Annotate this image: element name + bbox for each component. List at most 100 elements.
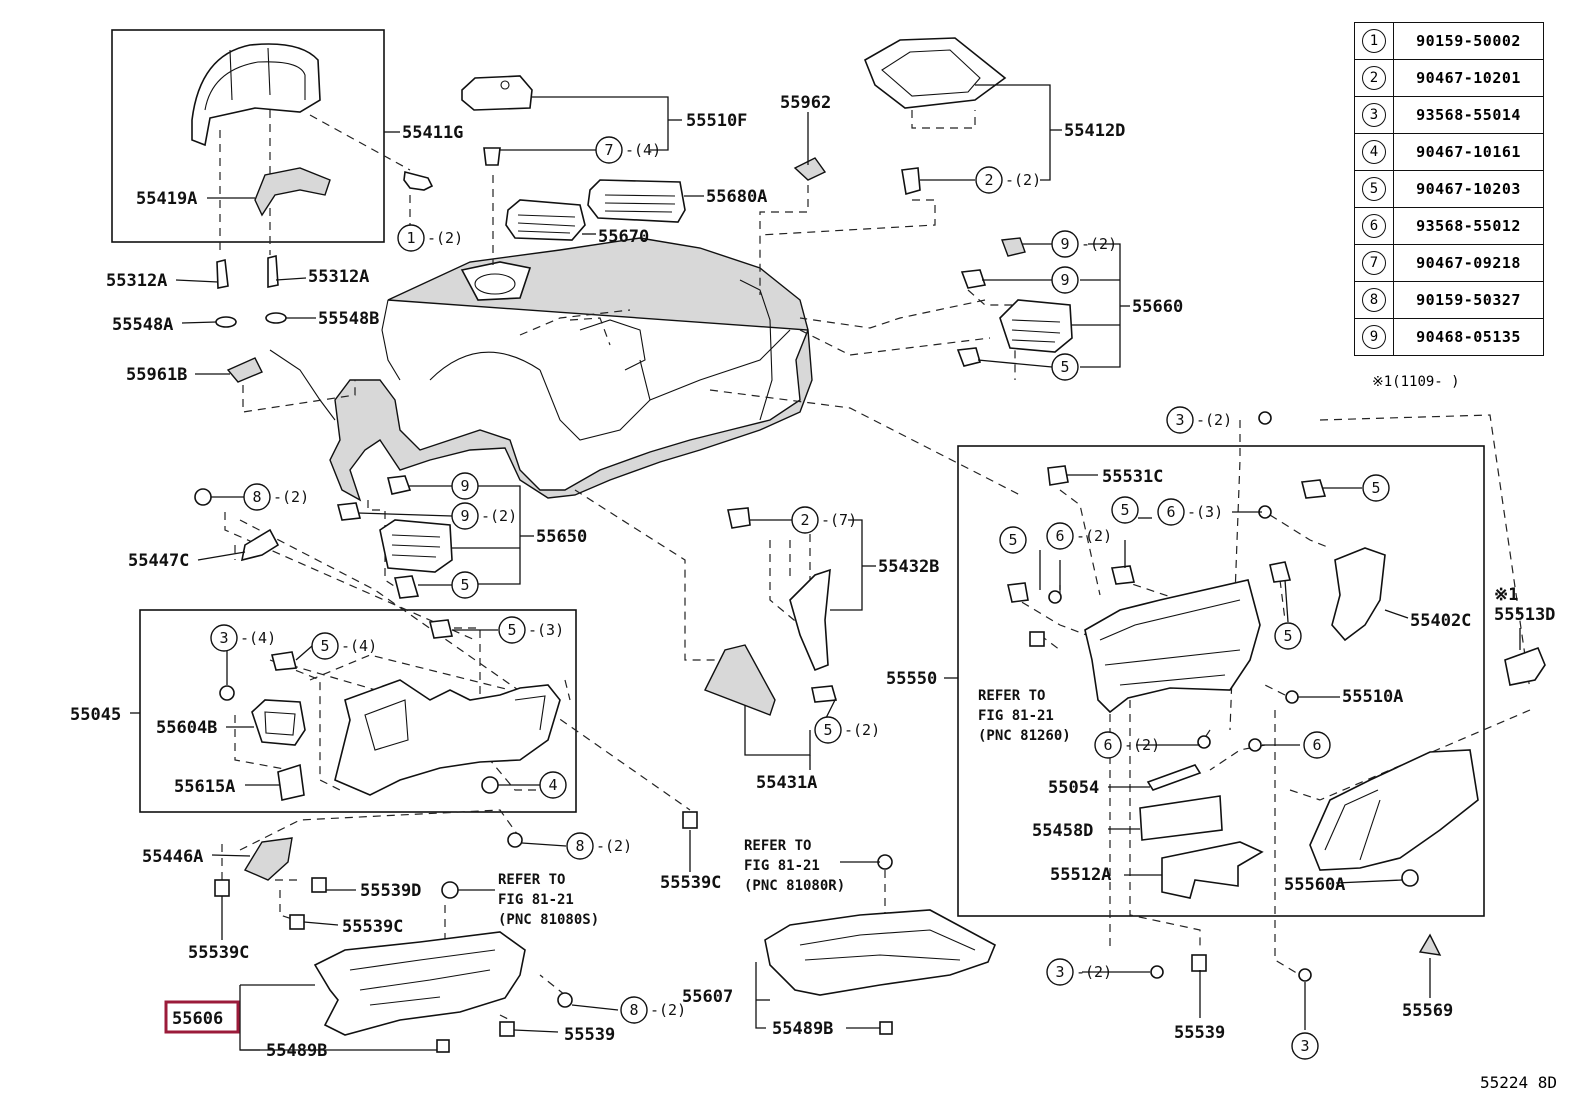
clip-5d-shape — [429, 619, 453, 639]
label-55510A[interactable]: 55510A — [1342, 687, 1403, 707]
legend-part-number[interactable]: 90468-05135 — [1393, 318, 1544, 356]
label-55431A[interactable]: 55431A — [756, 773, 817, 793]
label-55489B-left[interactable]: 55489B — [266, 1041, 327, 1061]
callout-circle-c5d[interactable] — [498, 616, 526, 644]
callout-circle-c9d[interactable] — [451, 502, 479, 530]
label-55312A-right[interactable]: 55312A — [308, 267, 369, 287]
callout-circle-c6a[interactable] — [1046, 522, 1074, 550]
callout-circle-c5a[interactable] — [1051, 353, 1079, 381]
refer-81080R-line3[interactable]: (PNC 81080R) — [744, 878, 845, 894]
legend-part-number[interactable]: 90467-09218 — [1393, 244, 1544, 282]
label-55054[interactable]: 55054 — [1048, 778, 1099, 798]
legend-number-circle: 9 — [1362, 325, 1386, 349]
legend-part-number[interactable]: 90467-10161 — [1393, 133, 1544, 171]
callout-circle-c8b[interactable] — [566, 832, 594, 860]
callout-circle-c9b[interactable] — [1051, 266, 1079, 294]
label-55489B-right[interactable]: 55489B — [772, 1019, 833, 1039]
part-labels: 55411G 55419A 55312A 55312A 55548A 55548… — [70, 93, 1555, 1061]
callout-circle-c5b[interactable] — [451, 571, 479, 599]
label-55550[interactable]: 55550 — [886, 669, 937, 689]
label-55660[interactable]: 55660 — [1132, 297, 1183, 317]
label-55513D[interactable]: 55513D — [1494, 605, 1555, 625]
label-55447C[interactable]: 55447C — [128, 551, 189, 571]
label-55510F[interactable]: 55510F — [686, 111, 747, 131]
label-55045[interactable]: 55045 — [70, 705, 121, 725]
callout-circle-c5h[interactable] — [999, 526, 1027, 554]
callout-circle-c6c[interactable] — [1094, 731, 1122, 759]
label-55539-right[interactable]: 55539 — [1174, 1023, 1225, 1043]
callout-circle-c1[interactable] — [397, 224, 425, 252]
callout-circle-c5c[interactable] — [311, 632, 339, 660]
clip-55569-shape — [1418, 933, 1442, 956]
label-55650[interactable]: 55650 — [536, 527, 587, 547]
label-55402C[interactable]: 55402C — [1410, 611, 1471, 631]
label-55548A[interactable]: 55548A — [112, 315, 173, 335]
callout-number-c5e: 5 — [823, 721, 832, 739]
callout-circle-c7[interactable] — [595, 136, 623, 164]
cluster-bezel-shape — [254, 167, 331, 217]
label-55569[interactable]: 55569 — [1402, 1001, 1453, 1021]
callout-circle-c5e[interactable] — [814, 716, 842, 744]
label-55615A[interactable]: 55615A — [174, 777, 235, 797]
legend-part-number[interactable]: 93568-55012 — [1393, 207, 1544, 245]
label-55312A-left[interactable]: 55312A — [106, 271, 167, 291]
callout-circle-c9a[interactable] — [1051, 230, 1079, 258]
label-55411G[interactable]: 55411G — [402, 123, 463, 143]
callout-circle-c3a[interactable] — [1166, 406, 1194, 434]
callout-circle-c8c[interactable] — [620, 996, 648, 1024]
damper-55054-shape — [1146, 764, 1202, 791]
label-55419A[interactable]: 55419A — [136, 189, 197, 209]
legend-part-number[interactable]: 90467-10201 — [1393, 59, 1544, 97]
label-55446A[interactable]: 55446A — [142, 847, 203, 867]
label-55512A[interactable]: 55512A — [1050, 865, 1111, 885]
callout-circle-c5i[interactable] — [1274, 622, 1302, 650]
label-55670[interactable]: 55670 — [598, 227, 649, 247]
legend-part-number[interactable]: 90159-50327 — [1393, 281, 1544, 319]
label-55607[interactable]: 55607 — [682, 987, 733, 1007]
label-55606[interactable]: 55606 — [172, 1009, 223, 1029]
legend-part-number[interactable]: 90159-50002 — [1393, 22, 1544, 60]
label-55458D[interactable]: 55458D — [1032, 821, 1093, 841]
callout-circle-c3d[interactable] — [1291, 1032, 1319, 1060]
refer-81080S-line3[interactable]: (PNC 81080S) — [498, 912, 599, 928]
label-55539C-mid[interactable]: 55539C — [342, 917, 403, 937]
label-55560A[interactable]: 55560A — [1284, 875, 1345, 895]
label-55531C[interactable]: 55531C — [1102, 467, 1163, 487]
callout-circle-c5f[interactable] — [1362, 474, 1390, 502]
callout-circle-c4[interactable] — [539, 771, 567, 799]
callout-circle-c8a[interactable] — [243, 483, 271, 511]
under-cover-55606-shape — [313, 931, 526, 1036]
callout-circle-c2a[interactable] — [975, 166, 1003, 194]
callout-circle-c9c[interactable] — [451, 472, 479, 500]
label-55680A[interactable]: 55680A — [706, 187, 767, 207]
callout-circle-c6b[interactable] — [1157, 498, 1185, 526]
label-55432B[interactable]: 55432B — [878, 557, 939, 577]
clip-7-shape — [483, 147, 501, 166]
label-55539-left[interactable]: 55539 — [564, 1025, 615, 1045]
label-55539D[interactable]: 55539D — [360, 881, 421, 901]
label-55962[interactable]: 55962 — [780, 93, 831, 113]
refer-81260-line3[interactable]: (PNC 81260) — [978, 728, 1071, 744]
callout-circle-c3c[interactable] — [1046, 958, 1074, 986]
callout-number-c7: 7 — [604, 141, 613, 159]
label-55604B[interactable]: 55604B — [156, 718, 217, 738]
callout-circle-c6d[interactable] — [1303, 731, 1331, 759]
label-55961B[interactable]: 55961B — [126, 365, 187, 385]
legend-part-number[interactable]: 93568-55014 — [1393, 96, 1544, 134]
callout-circle-c5g[interactable] — [1111, 496, 1139, 524]
label-55548B[interactable]: 55548B — [318, 309, 379, 329]
clip-9c-shape — [387, 475, 412, 495]
stud-left-shape — [216, 259, 229, 289]
callout-circle-c2b[interactable] — [791, 506, 819, 534]
label-55539C-left[interactable]: 55539C — [188, 943, 249, 963]
clip-9b-shape — [960, 269, 987, 289]
callout-circle-c3b[interactable] — [210, 624, 238, 652]
label-star1: ※1 — [1494, 585, 1518, 605]
legend-part-number[interactable]: 90467-10203 — [1393, 170, 1544, 208]
clip-2a-shape — [901, 167, 921, 196]
label-55412D[interactable]: 55412D — [1064, 121, 1125, 141]
clip-8b-shape — [507, 832, 523, 848]
label-55539C-right[interactable]: 55539C — [660, 873, 721, 893]
refer-81080R-line1: REFER TO — [744, 838, 811, 854]
bumper-55560A-shape — [1401, 869, 1419, 887]
